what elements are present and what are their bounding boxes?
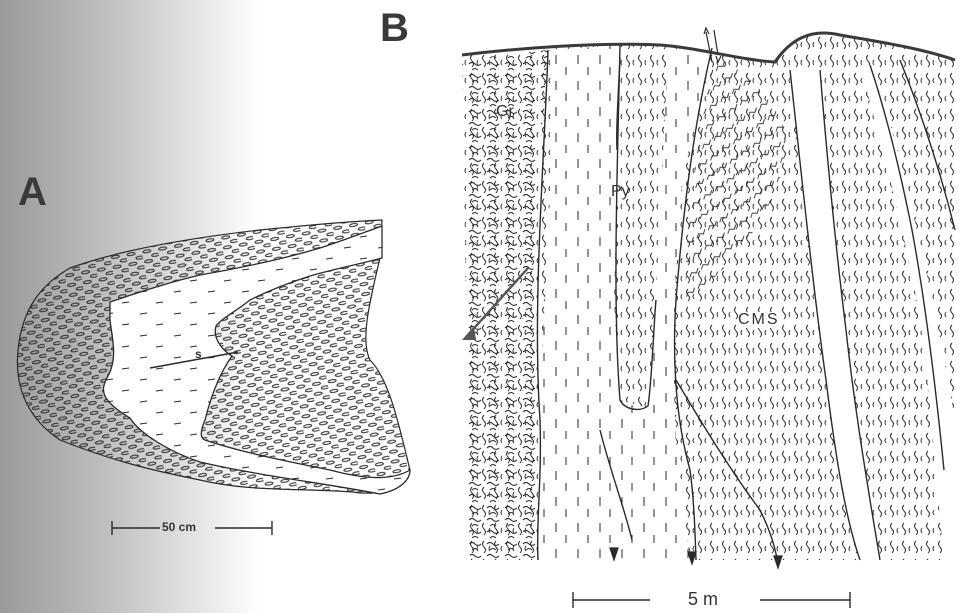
panel-a-scale-label: 50 cm bbox=[162, 521, 196, 533]
panel-b-letter: B bbox=[380, 8, 409, 48]
label-schist: CMS bbox=[738, 312, 780, 328]
panel-a-letter: A bbox=[18, 172, 47, 212]
panel-b-scale-label: 5 m bbox=[688, 590, 718, 608]
panel-b-sketch bbox=[462, 28, 955, 608]
label-granite: Gr bbox=[496, 104, 514, 120]
label-pyroxenite: Py bbox=[611, 184, 630, 200]
panel-a-foliation-label: s bbox=[195, 348, 202, 360]
panel-a-sketch bbox=[17, 220, 410, 535]
